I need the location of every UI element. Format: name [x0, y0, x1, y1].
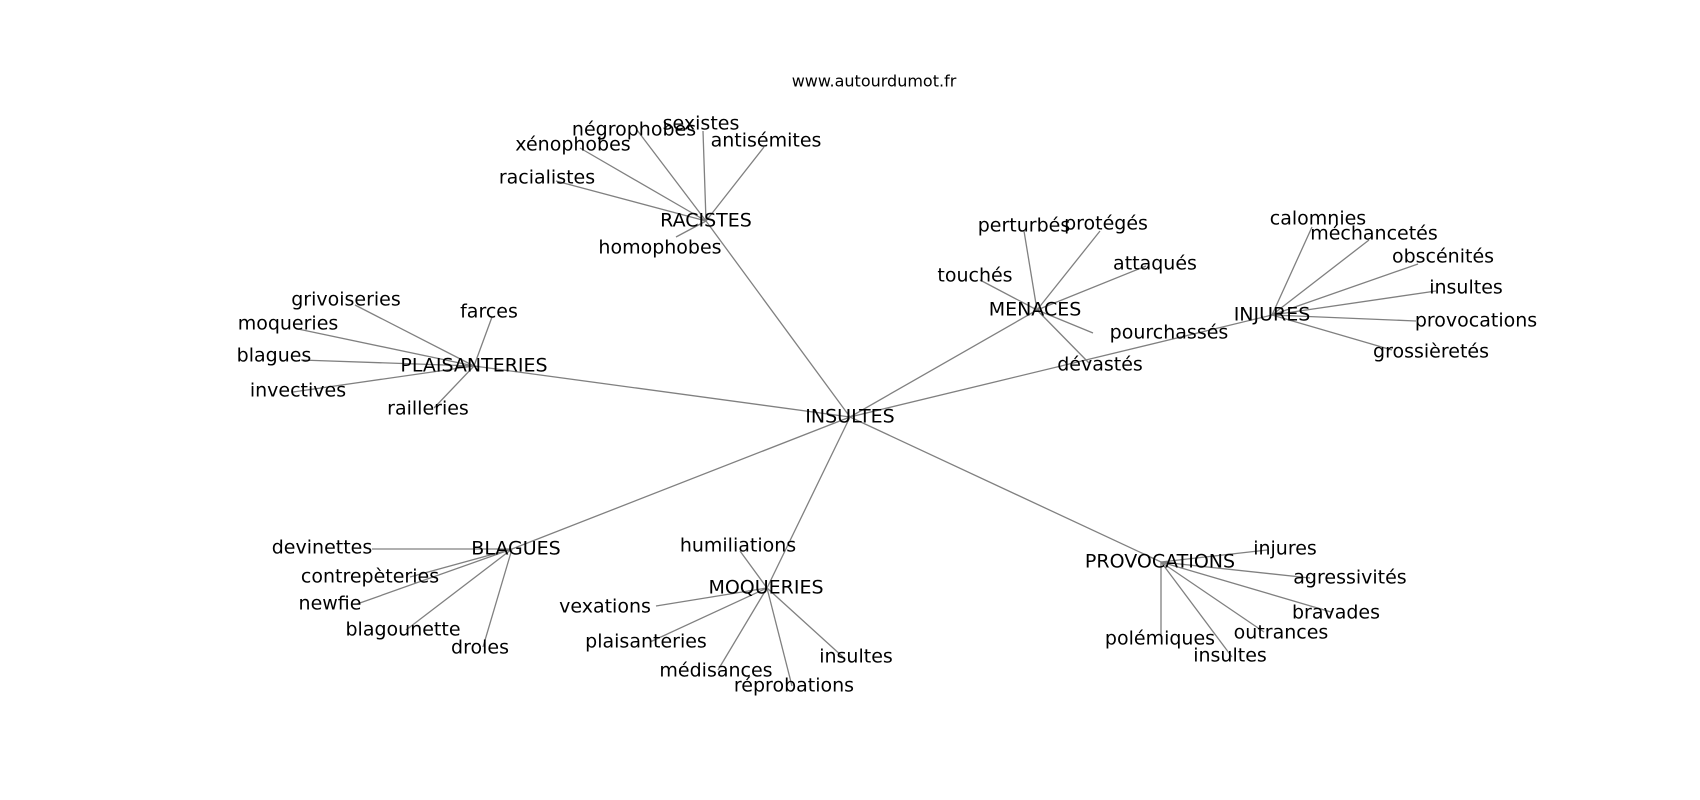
edge-menaces-2	[1036, 265, 1147, 311]
term-label-moqueries-4: insultes	[819, 646, 893, 668]
term-label-moqueries-1: vexations	[559, 596, 651, 618]
term-label-plaisanteries-2: moqueries	[238, 313, 339, 335]
term-label-injures-4: provocations	[1415, 310, 1537, 332]
edge-plaisanteries-3	[300, 359, 475, 367]
term-label-moqueries-0: humiliations	[680, 535, 796, 557]
term-label-provocations-4: polémiques	[1105, 628, 1215, 650]
edge-menaces-4	[1036, 309, 1094, 334]
term-label-plaisanteries-3: blagues	[237, 345, 312, 367]
term-label-blagues-3: blagounette	[345, 619, 460, 641]
term-label-moqueries-2: plaisanteries	[585, 631, 707, 653]
edge-menaces-5	[1036, 309, 1091, 365]
edge-racistes-4	[555, 180, 707, 222]
term-label-injures-2: obscénités	[1392, 246, 1494, 268]
edge-racistes-5	[675, 220, 707, 238]
edge-moqueries-4	[766, 587, 844, 658]
labels-layer: www.autourdumot.fr INSULTES RACISTES sexis…	[237, 72, 1538, 697]
edge-blagues-1	[409, 548, 513, 578]
edge-plaisanteries-0	[354, 304, 475, 367]
edge-provocations-3	[1160, 561, 1265, 633]
edge-menaces-0	[1023, 230, 1038, 311]
edge-racistes-0	[702, 130, 707, 222]
term-label-racistes-4: racialistes	[499, 167, 595, 189]
edge-menaces-1	[1036, 230, 1101, 311]
edges-layer	[292, 129, 1437, 687]
edge-provocations-1	[1160, 561, 1311, 579]
edge-root-provocations	[849, 416, 1162, 563]
term-label-menaces-0: perturbés	[978, 215, 1071, 237]
edge-moqueries-5	[766, 587, 793, 687]
hub-label-injures: INJURES	[1234, 304, 1311, 326]
term-label-injures-3: insultes	[1429, 277, 1503, 299]
hub-label-racistes: RACISTES	[660, 210, 752, 232]
term-label-provocations-5: insultes	[1193, 645, 1267, 667]
edge-moqueries-0	[739, 550, 768, 589]
root-node-label: INSULTES	[805, 406, 894, 428]
edge-plaisanteries-2	[297, 328, 475, 367]
term-label-provocations-3: outrances	[1234, 622, 1329, 644]
edge-blagues-3	[405, 548, 513, 631]
term-label-plaisanteries-4: invectives	[250, 380, 346, 402]
term-label-racistes-5: homophobes	[598, 237, 721, 259]
term-label-menaces-1: protégés	[1064, 213, 1148, 235]
term-label-plaisanteries-0: grivoiseries	[291, 289, 401, 311]
term-label-menaces-4: pourchassés	[1110, 322, 1229, 344]
edge-injures-4	[1271, 314, 1417, 322]
term-label-injures-5: grossièretés	[1373, 341, 1489, 363]
edge-root-blagues	[511, 416, 851, 550]
edge-root-racistes	[705, 220, 851, 418]
term-label-moqueries-3: médisances	[659, 660, 772, 682]
edge-root-injures	[849, 314, 1273, 418]
term-label-provocations-2: bravades	[1292, 602, 1380, 624]
hub-label-blagues: BLAGUES	[471, 538, 560, 560]
edge-plaisanteries-1	[473, 316, 493, 367]
edge-root-moqueries	[766, 416, 851, 589]
term-label-menaces-2: attaqués	[1113, 253, 1197, 275]
term-label-racistes-1: négrophobes	[572, 119, 696, 141]
edge-root-menaces	[849, 309, 1038, 418]
edge-provocations-2	[1160, 561, 1332, 613]
edge-blagues-4	[482, 548, 513, 648]
edge-injures-1	[1271, 239, 1370, 316]
edge-racistes-2	[705, 146, 765, 222]
edge-provocations-5	[1160, 561, 1233, 658]
term-label-menaces-5: dévastés	[1057, 354, 1143, 376]
edge-root-plaisanteries	[473, 365, 851, 418]
term-label-blagues-2: newfie	[299, 593, 362, 615]
hub-label-moqueries: MOQUERIES	[708, 577, 823, 599]
edge-racistes-3	[579, 147, 707, 222]
term-label-injures-0: calomnies	[1270, 208, 1366, 230]
term-label-racistes-3: xénophobes	[515, 134, 630, 156]
edge-provocations-0	[1160, 549, 1268, 563]
term-label-menaces-3: touchés	[937, 265, 1012, 287]
edge-plaisanteries-5	[433, 365, 475, 409]
edge-blagues-2	[356, 548, 513, 605]
edge-injures-2	[1271, 263, 1419, 316]
edge-injures-5	[1271, 314, 1393, 351]
term-label-plaisanteries-5: railleries	[387, 398, 469, 420]
term-label-injures-1: méchancetés	[1310, 223, 1438, 245]
edge-moqueries-2	[649, 587, 768, 643]
term-label-racistes-2: antisémites	[711, 130, 822, 152]
edge-racistes-1	[636, 129, 707, 222]
edge-plaisanteries-4	[292, 365, 475, 393]
edge-moqueries-3	[717, 587, 768, 671]
edge-moqueries-1	[655, 587, 768, 607]
term-label-blagues-4: droles	[451, 637, 509, 659]
hub-label-provocations: PROVOCATIONS	[1085, 551, 1235, 573]
term-label-provocations-0: injures	[1253, 538, 1317, 560]
hub-label-menaces: MENACES	[989, 299, 1082, 321]
term-label-racistes-0: sexistes	[663, 113, 740, 135]
term-label-plaisanteries-1: farces	[460, 301, 518, 323]
edge-injures-3	[1271, 290, 1437, 316]
edge-injures-0	[1271, 226, 1313, 316]
term-label-provocations-1: agressivités	[1293, 567, 1406, 589]
term-label-blagues-1: contrepèteries	[301, 566, 439, 588]
term-label-moqueries-5: réprobations	[734, 675, 854, 697]
edge-menaces-3	[979, 279, 1038, 311]
site-url: www.autourdumot.fr	[792, 72, 957, 91]
hub-label-plaisanteries: PLAISANTERIES	[400, 355, 547, 377]
term-label-blagues-0: devinettes	[272, 537, 373, 559]
